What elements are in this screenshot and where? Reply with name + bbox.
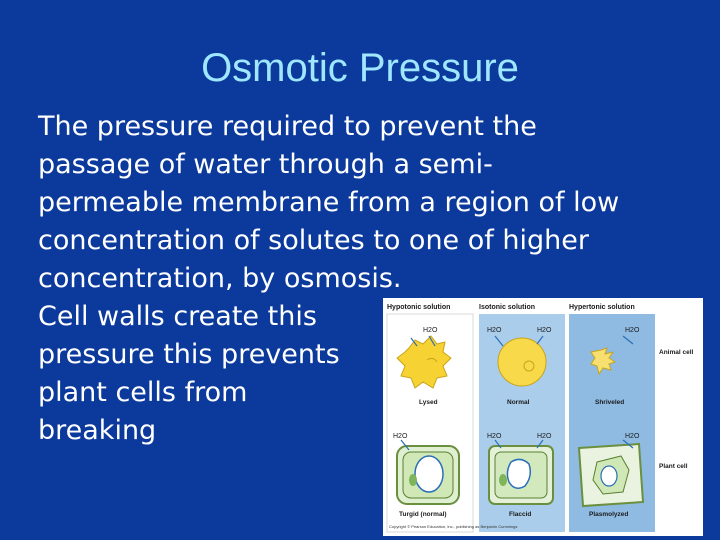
water-label: H2O bbox=[423, 327, 438, 334]
body-line: passage of water through a semi- bbox=[38, 149, 493, 180]
shriveled-cell bbox=[590, 347, 617, 376]
slide-title: Osmotic Pressure bbox=[201, 46, 519, 90]
arrow-icon bbox=[622, 335, 634, 345]
arrow-icon bbox=[536, 439, 544, 449]
plasmolyzed-cell bbox=[577, 442, 645, 508]
arrow-icon bbox=[428, 335, 436, 347]
water-label: H2O bbox=[625, 327, 640, 334]
body-line: concentration of solutes to one of highe… bbox=[38, 225, 589, 256]
arrow-icon bbox=[410, 337, 418, 347]
osmosis-diagram: Hypotonic solution Isotonic solution Hyp… bbox=[386, 304, 694, 533]
arrow-icon bbox=[400, 439, 410, 451]
water-label: H2O bbox=[393, 433, 408, 440]
caption-lysed: Lysed bbox=[419, 399, 438, 406]
normal-cell bbox=[497, 337, 547, 387]
water-label: H2O bbox=[537, 433, 552, 440]
row-label-animal: Animal cell bbox=[659, 349, 694, 356]
water-label: H2O bbox=[487, 433, 502, 440]
body-line: breaking bbox=[38, 415, 157, 446]
header-hypertonic: Hypertonic solution bbox=[569, 304, 635, 311]
body-line: plant cells from bbox=[38, 377, 248, 408]
body-line: concentration, by osmosis. bbox=[38, 263, 402, 294]
lysed-cell bbox=[396, 335, 452, 389]
copyright-notice: Copyright © Pearson Education, Inc., pub… bbox=[389, 524, 517, 529]
body-line: permeable membrane from a region of low bbox=[38, 187, 620, 218]
header-isotonic: Isotonic solution bbox=[479, 304, 535, 311]
header-hypotonic: Hypotonic solution bbox=[387, 304, 450, 311]
arrow-icon bbox=[494, 439, 502, 449]
arrow-icon bbox=[494, 335, 504, 347]
slide-body: The pressure required to prevent the pas… bbox=[38, 108, 688, 450]
body-line: Cell walls create this bbox=[38, 301, 317, 332]
caption-shriveled: Shriveled bbox=[595, 399, 624, 406]
water-label: H2O bbox=[487, 327, 502, 334]
caption-flaccid: Flaccid bbox=[509, 511, 531, 518]
osmosis-figure: Hypotonic solution Isotonic solution Hyp… bbox=[383, 298, 703, 536]
body-line: The pressure required to prevent the bbox=[38, 111, 537, 142]
body-line: pressure this prevents bbox=[38, 339, 340, 370]
flaccid-cell bbox=[488, 445, 554, 505]
water-label: H2O bbox=[537, 327, 552, 334]
caption-plasmolyzed: Plasmolyzed bbox=[589, 511, 628, 518]
caption-turgid: Turgid (normal) bbox=[399, 511, 447, 518]
arrow-icon bbox=[536, 335, 544, 345]
water-label: H2O bbox=[625, 433, 640, 440]
row-label-plant: Plant cell bbox=[659, 463, 688, 470]
arrow-icon bbox=[622, 439, 634, 449]
turgid-cell bbox=[396, 445, 460, 505]
caption-normal: Normal bbox=[507, 399, 530, 406]
